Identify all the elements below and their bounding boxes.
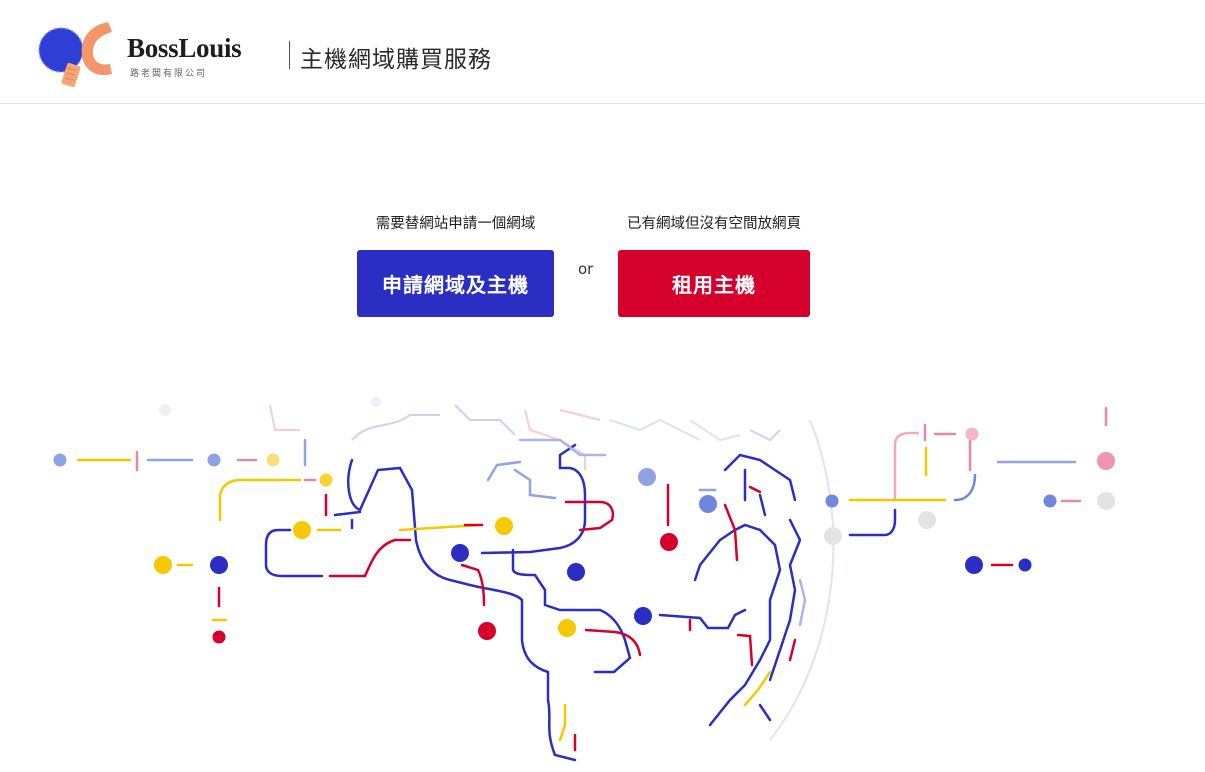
- brand-name[interactable]: BossLouis: [127, 33, 242, 63]
- site-header: BossLouis 路老闆有限公司 主機網域購買服務: [0, 0, 1205, 104]
- apply-domain-and-host-button[interactable]: 申請網域及主機: [357, 250, 554, 317]
- header-divider: [289, 41, 290, 69]
- bosslouis-logo-icon[interactable]: [36, 18, 124, 92]
- domain-option-caption: 需要替網站申請一個網域: [375, 216, 536, 232]
- rent-host-button[interactable]: 租用主機: [618, 250, 810, 317]
- site-title: 主機網域購買服務: [300, 47, 492, 73]
- or-separator: or: [578, 260, 594, 278]
- hosting-option-caption: 已有網域但沒有空間放網頁: [627, 216, 801, 232]
- world-map-metro-illustration: [53, 397, 1115, 762]
- brand-subtitle: 路老闆有限公司: [130, 69, 208, 79]
